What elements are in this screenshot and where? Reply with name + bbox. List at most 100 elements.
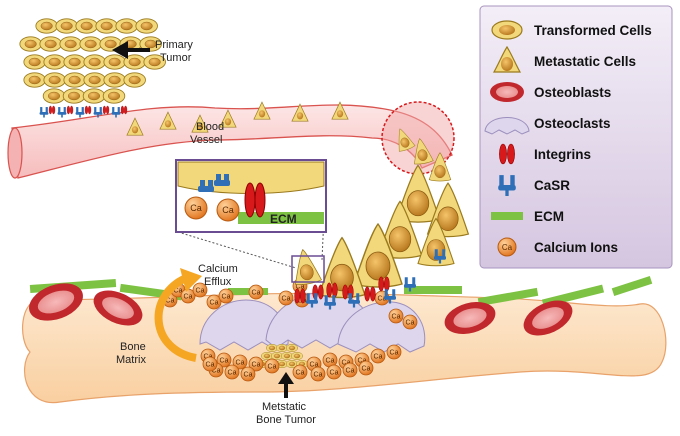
transformed-cell [103,72,126,88]
transformed-cell [276,343,288,353]
calcium-ion: Ca [192,282,208,298]
transformed-cell [83,72,106,88]
inset-casr [198,174,230,192]
casr-receptor [75,107,85,118]
transformed-cell [75,18,98,34]
casr-icon [498,175,516,196]
integrin-icon [499,143,515,165]
svg-text:Ca: Ca [330,370,339,377]
ecm-icon [491,212,523,220]
svg-text:Ca: Ca [206,362,215,369]
blood-vessel [7,104,453,179]
svg-text:Ca: Ca [252,290,261,297]
calcium-ion: Ca [388,308,404,324]
transformed-cell [55,18,78,34]
blood-vessel-label: Blood Vessel [190,121,227,146]
calcium-ion: Ca [248,284,264,300]
bone-tumor-label: Metstatic Bone Tumor [256,401,316,426]
transformed-cell [115,18,138,34]
svg-text:Ca: Ca [252,362,261,369]
metastatic-cell [353,222,403,288]
metastatic-cell [398,128,416,152]
casr-receptor [57,107,67,118]
svg-text:Ca: Ca [228,370,237,377]
calcium-ion: Ca [202,356,218,372]
svg-text:Ca: Ca [196,288,205,295]
transformed-cell [139,36,162,52]
svg-text:Ca: Ca [184,294,193,301]
calcium-ion: Ca [206,294,222,310]
metastatic-cell [414,138,434,165]
transformed-cell [281,351,293,361]
inset-zoom: ECM Ca Ca [175,159,327,283]
metastatic-cell [295,248,323,285]
calcium-ion: Ca [326,364,342,380]
legend-label: Metastatic Cells [534,54,636,69]
transformed-cell [59,36,82,52]
svg-text:Ca: Ca [166,298,175,305]
transformed-cell [19,36,42,52]
svg-text:Ca: Ca [220,358,229,365]
svg-text:Ca: Ca [268,364,277,371]
transformed-cell [43,72,66,88]
calcium-ion: Ca [370,348,386,364]
svg-text:Ca: Ca [390,350,399,357]
transformed-cell [63,72,86,88]
legend-item: Transformed Cells [491,20,652,40]
calcium-ion: Ca [292,364,308,380]
inset-calcium-ions: Ca Ca [184,196,240,222]
svg-text:Ca: Ca [244,372,253,379]
svg-text:Ca: Ca [212,368,221,375]
inset-ecm-label: ECM [270,212,297,226]
transformed-cell [23,54,46,70]
transformed-cell [286,343,298,353]
svg-text:Ca: Ca [358,358,367,365]
svg-text:Ca: Ca [174,288,183,295]
svg-text:Ca: Ca [378,296,387,303]
svg-text:Ca: Ca [502,243,513,252]
transformed-cell [99,36,122,52]
transformed-cell [286,359,298,369]
svg-text:Ca: Ca [392,314,401,321]
casr-receptor [404,277,416,292]
calcium-ion: Ca [218,288,234,304]
primary-tumor-label: Primary Tumor [155,39,196,64]
metastatic-cell [395,164,441,223]
calcium-ion: Ca [248,356,264,372]
integrin [378,276,390,292]
calcium-ion: Ca [216,352,232,368]
circulating-cells [126,101,349,136]
casr-receptor [93,107,103,118]
transformed-cell [23,72,46,88]
casr-receptor [348,293,360,308]
calcium-ion: Ca [322,352,338,368]
calcium-ion: Ca [232,354,248,370]
transformed-cell [135,18,158,34]
integrin [326,282,338,298]
transformed-cell [261,351,273,361]
transformed-cell [271,351,283,361]
transformed-cell [43,54,66,70]
transformed-cell [62,88,86,104]
integrin [48,105,56,115]
transformed-cell [82,88,106,104]
bone-tumor [256,343,308,369]
metastatic-cell [428,152,452,182]
calcium-ion: Ca [224,364,240,380]
transformed-cell [63,54,86,70]
osteoclast-icon [484,117,530,135]
svg-text:Ca: Ca [310,362,319,369]
svg-text:Ca: Ca [374,354,383,361]
calcium-ion-icon: Ca [497,237,517,257]
casr-receptor [324,295,336,310]
bone-tumor-arrow [278,372,294,398]
calcium-ion: Ca [358,360,374,376]
svg-text:Ca: Ca [314,372,323,379]
metastatic-cell [377,200,423,259]
transformed-cell [79,36,102,52]
primary-tumor-arrow [112,41,150,59]
svg-text:Ca: Ca [346,368,355,375]
